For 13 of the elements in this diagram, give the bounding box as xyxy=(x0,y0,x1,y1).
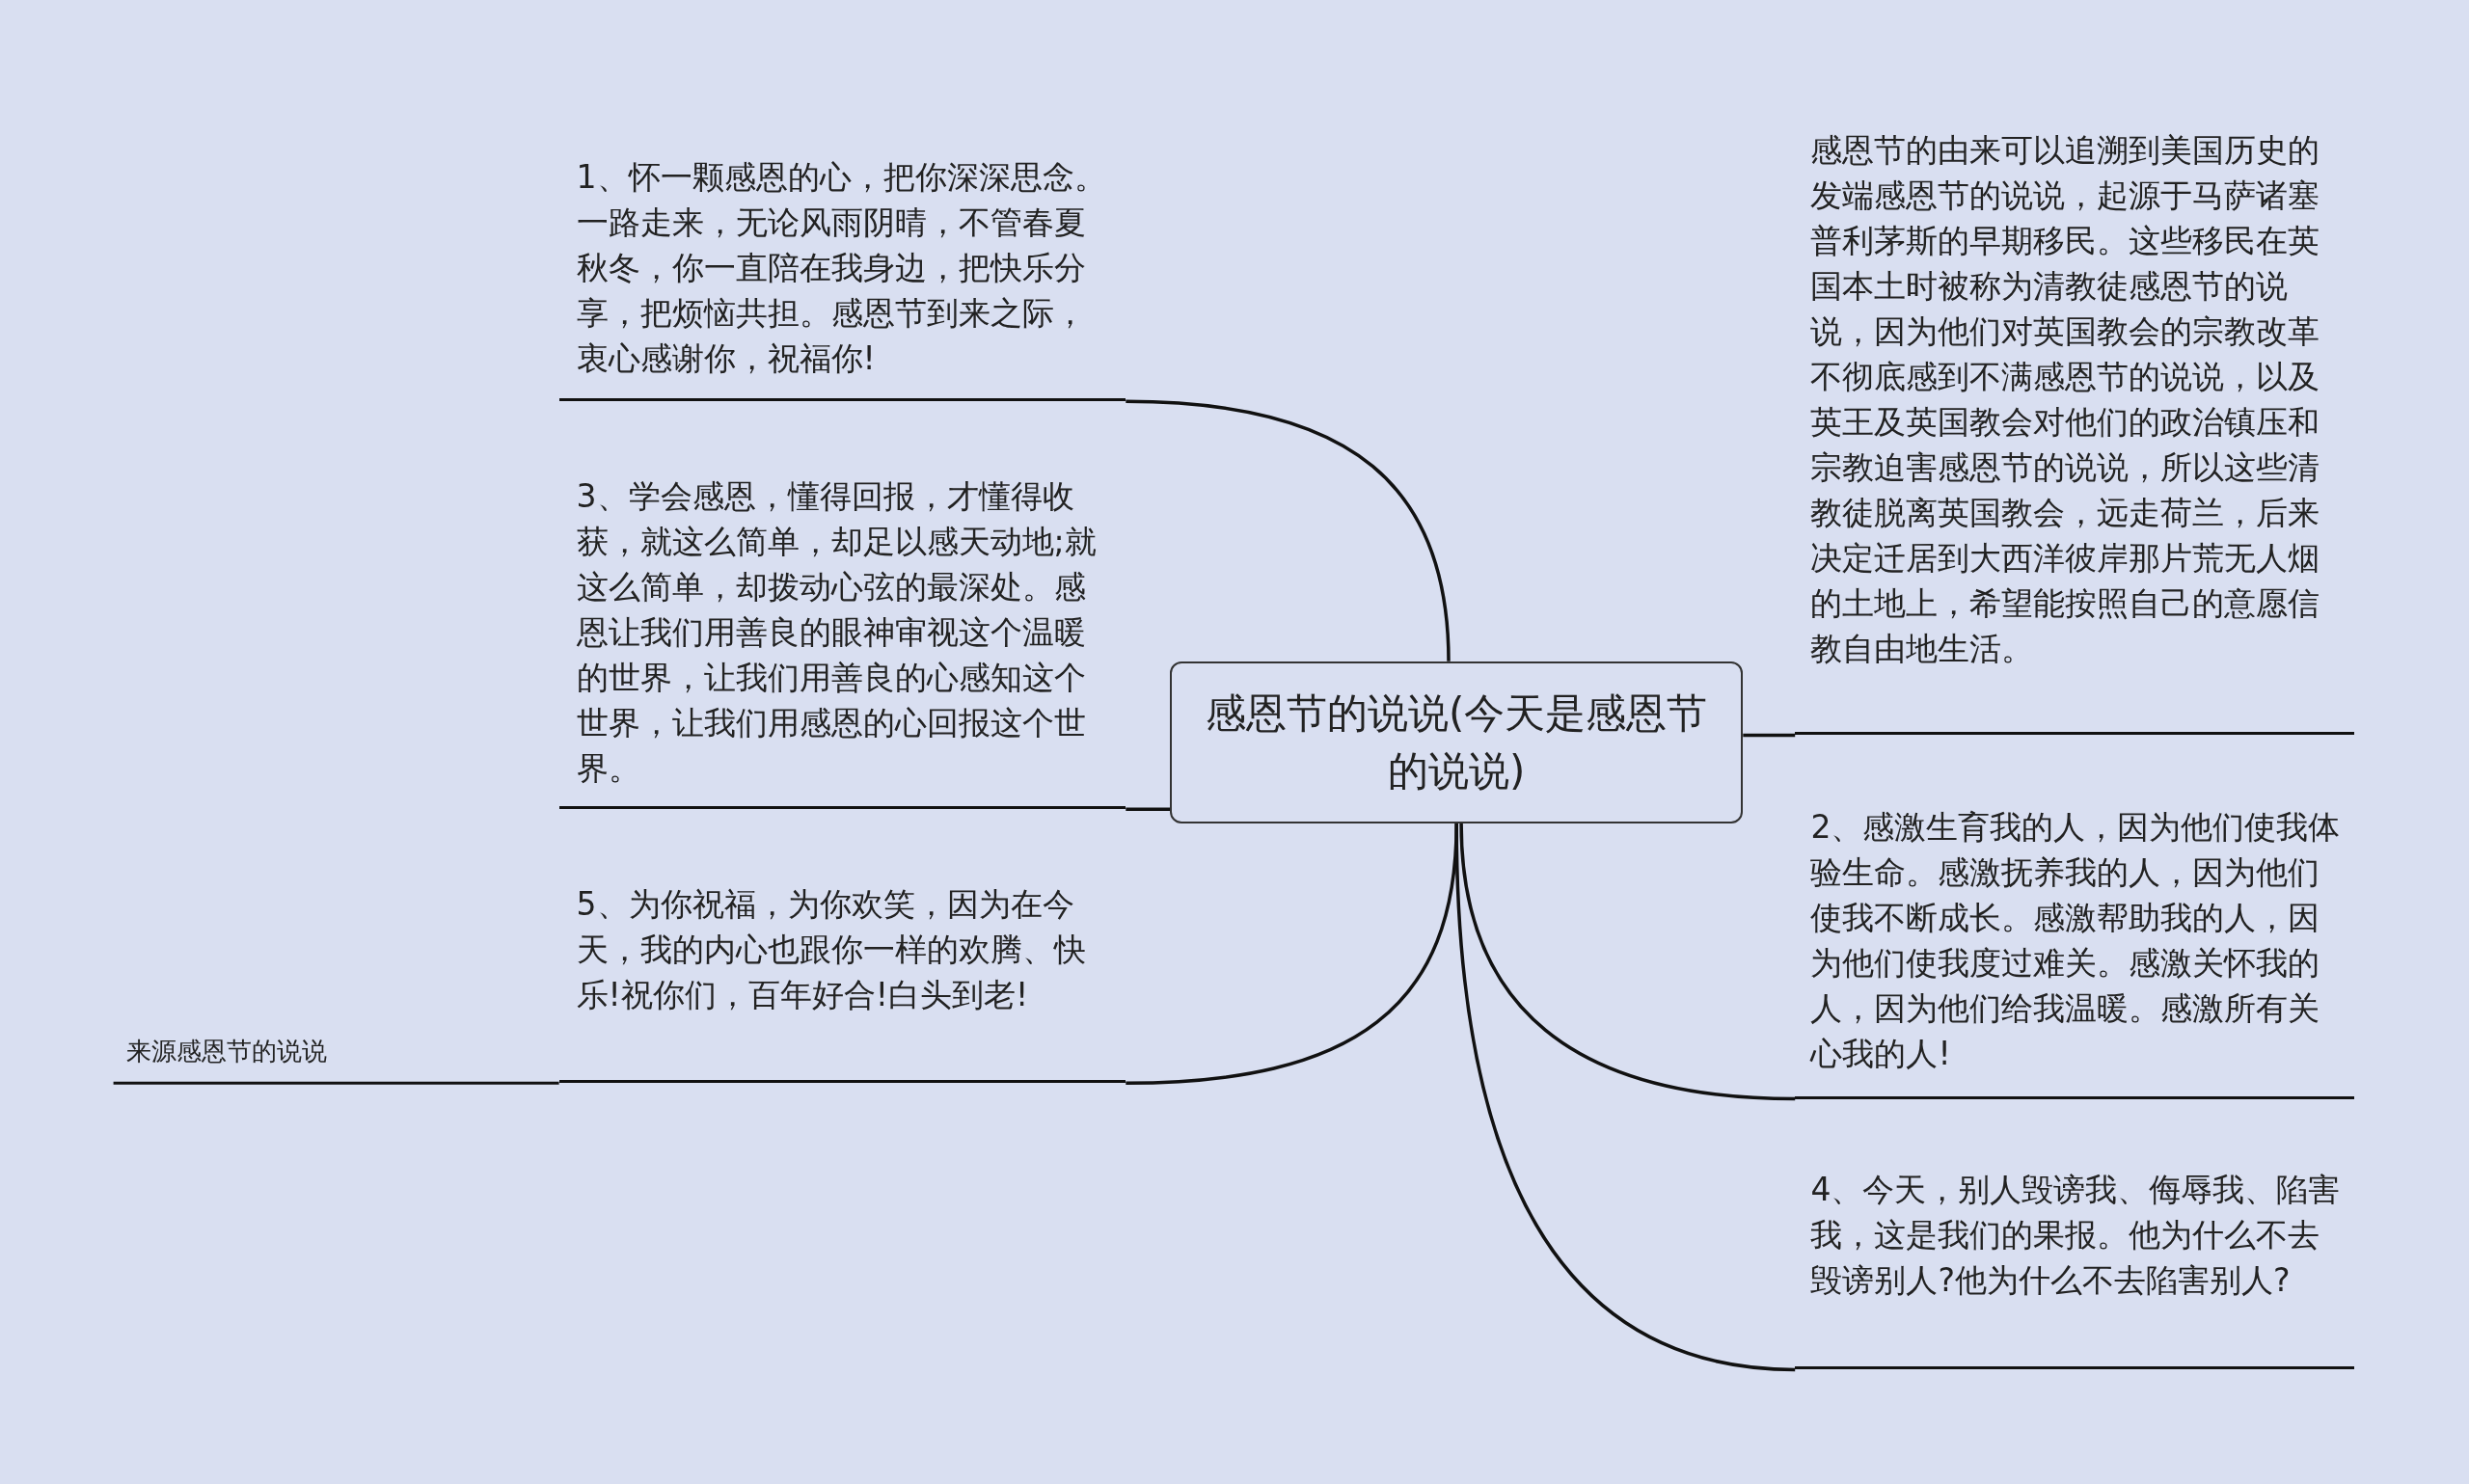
central-topic-box: 感恩节的说说(今天是感恩节的说说) xyxy=(1170,661,1744,823)
branch-line xyxy=(1126,807,1171,811)
source-note: 来源感恩节的说说 xyxy=(125,1035,327,1067)
branch-line xyxy=(1126,399,1451,661)
underlined-topic: 感恩节的由来可以追溯到美国历史的发端感恩节的说说，起源于马萨诸塞普利茅斯的早期移民。这些移民在英国本土时被称为清教徒感恩节的说说，因为他们对英国教会的宗教改革不彻底感到不满感恩节的说说，以及英王及英国教会对他们的政治镇压和宗教迫害感恩节的说说，所以这些清教徒脱离英国教会，远走荷兰，后来决定迁居到大西洋彼岸那片荒无人烟的土地上，希望能按照自己的意愿信教自由地生活。 xyxy=(1795,127,2354,736)
underlined-topic: 4、今天，别人毁谤我、侮辱我、陷害我，这是我们的果报。他为什么不去毁谤别人?他为什么不去陷害别人? xyxy=(1795,1166,2354,1370)
underlined-topic: 3、学会感恩，懂得回报，才懂得收获，就这么简单，却足以感天动地;就这么简单，却拨动心弦的最深处。感恩让我们用善良的眼神审视这个温暖的世界，让我们用善良的心感知这个世界，让我们用感恩的心回报这个世界。 xyxy=(558,473,1126,810)
underlined-topic: 2、感激生育我的人，因为他们使我体验生命。感激抚养我的人，因为他们使我不断成长。感激帮助我的人，因为他们使我度过难关。感激关怀我的人，因为他们给我温暖。感激所有关心我的人! xyxy=(1795,804,2354,1099)
branch-line xyxy=(1454,823,1796,1372)
underlined-topic: 5、为你祝福，为你欢笑，因为在今天，我的内心也跟你一样的欢腾、快乐!祝你们，百年好合!白头到老! xyxy=(558,881,1126,1084)
branch-line xyxy=(1459,823,1796,1101)
branch-line xyxy=(1743,733,1796,738)
underlined-topic: 1、怀一颗感恩的心，把你深深思念。一路走来，无论风雨阴晴，不管春夏秋冬，你一直陪在我身边，把快乐分享，把烦恼共担。感恩节到来之际，衷心感谢你，祝福你! xyxy=(558,154,1126,402)
